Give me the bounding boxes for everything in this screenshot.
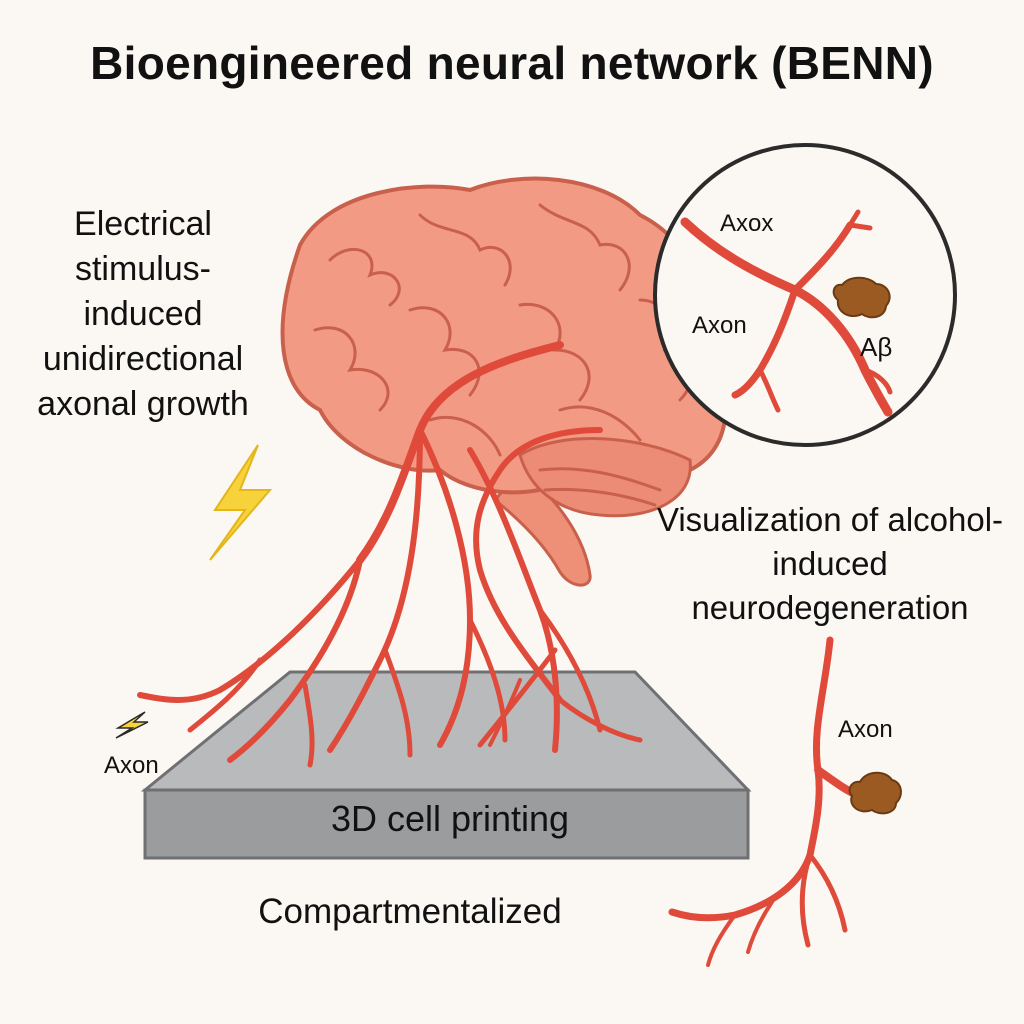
magnifier-inset-icon bbox=[653, 143, 957, 447]
inset-label-axon: Axon bbox=[692, 312, 747, 339]
small-lightning-bolt-icon bbox=[115, 711, 149, 739]
axon-label-left: Axon bbox=[104, 752, 159, 779]
brain-icon bbox=[280, 176, 728, 587]
inset-label-top: Axox bbox=[720, 210, 774, 237]
bottom-label: Compartmentalized bbox=[258, 892, 562, 931]
lightning-bolt-icon bbox=[209, 444, 273, 561]
left-description: Electrical stimulus-induced unidirection… bbox=[37, 205, 249, 423]
axon-label-right: Axon bbox=[838, 716, 893, 743]
right-description: Visualization of alcohol-induced neurode… bbox=[656, 501, 1004, 626]
amyloid-plaque-icon bbox=[848, 771, 902, 815]
amyloid-plaque-icon bbox=[832, 276, 891, 319]
page-title: Bioengineered neural network (BENN) bbox=[90, 37, 934, 89]
inset-label-abeta: Aβ bbox=[860, 332, 893, 362]
platform-label: 3D cell printing bbox=[330, 798, 570, 839]
axon-bundle bbox=[137, 341, 643, 768]
